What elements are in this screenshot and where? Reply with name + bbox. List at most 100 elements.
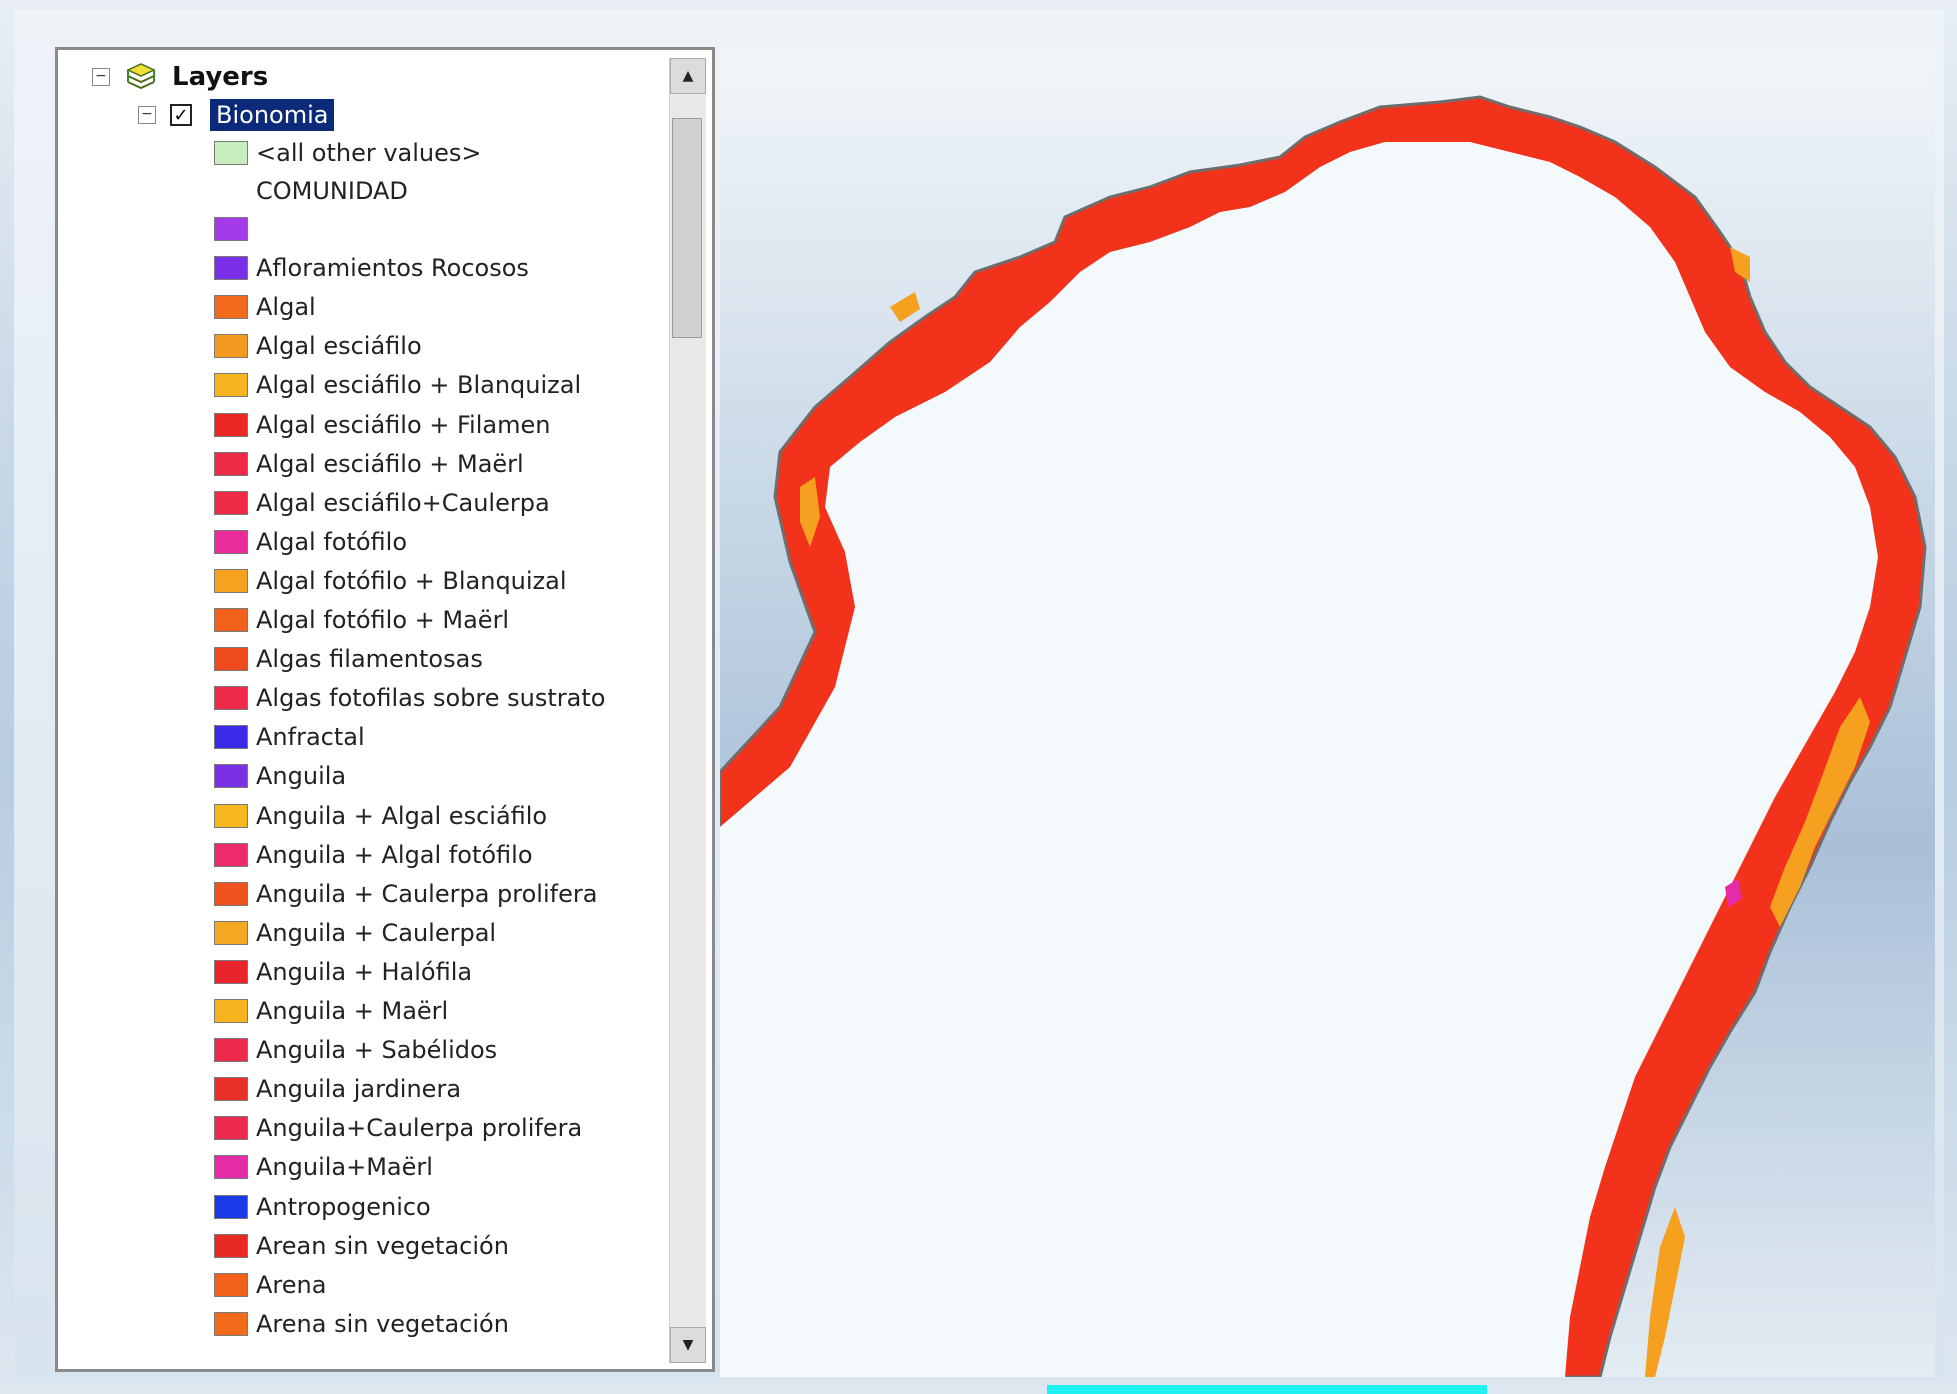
layer-visibility-checkbox[interactable]: ✓ [170, 104, 192, 126]
legend-label: Anguila + Caulerpal [256, 918, 497, 947]
legend-label: Anguila + Halófila [256, 957, 473, 986]
legend-label: Anguila+Caulerpa prolifera [256, 1114, 583, 1143]
toc-scrollbar[interactable]: ▲ ▼ [669, 58, 706, 1363]
legend-label: Anguila + Maërl [256, 997, 449, 1025]
land-mass [720, 142, 1878, 1377]
legend-item: Algal esciáfilo+Caulerpa [214, 484, 550, 522]
legend-item: Algal esciáfilo + Maërl [214, 445, 524, 483]
table-of-contents-panel: − Layers − ✓ Bionomia <all other values>… [55, 47, 715, 1372]
legend-label: Arena [256, 1270, 327, 1299]
legend-swatch [214, 803, 248, 828]
legend-label: Anguila jardinera [256, 1075, 462, 1104]
legend-label: <all other values> [256, 139, 482, 167]
layers-title: Layers [172, 62, 269, 92]
legend-item: Antropogenico [214, 1188, 431, 1226]
legend-item: Anguila+Caulerpa prolifera [214, 1109, 582, 1147]
coast-patch-orange [1645, 1207, 1685, 1377]
legend-item: Anguila + Algal fotófilo [214, 836, 533, 874]
legend-label: Algas filamentosas [256, 645, 483, 674]
legend-item: Anguila + Maërl [214, 992, 448, 1030]
legend-swatch [214, 256, 248, 281]
legend-label: Arena sin vegetación [256, 1309, 509, 1338]
legend-swatch [214, 1194, 248, 1219]
legend-item: Algas fotofilas sobre sustrato [214, 679, 605, 717]
status-highlight-bar [1047, 1385, 1487, 1394]
scroll-down-icon: ▼ [682, 1337, 694, 1353]
legend-swatch [214, 1077, 248, 1102]
legend-swatch [214, 412, 248, 437]
legend-swatch [214, 1116, 248, 1141]
legend-swatch [214, 568, 248, 593]
legend-item [214, 210, 256, 248]
legend-item: Algal fotófilo + Maërl [214, 601, 509, 639]
legend-label: Anguila + Algal esciáfilo [256, 801, 548, 830]
legend-item: Algal fotófilo [214, 523, 407, 561]
legend-swatch [214, 141, 248, 165]
toc-list: − Layers − ✓ Bionomia <all other values>… [70, 58, 650, 1363]
legend-item: Algal fotófilo + Blanquizal [214, 562, 567, 600]
legend-item: Algal esciáfilo + Blanquizal [214, 366, 581, 404]
legend-label: Anfractal [256, 723, 365, 752]
legend-swatch [214, 490, 248, 515]
legend-item: Anguila+Maërl [214, 1148, 433, 1186]
legend-label: Algal esciáfilo + Maërl [256, 449, 524, 478]
legend-item: Anguila + Sabélidos [214, 1031, 497, 1069]
layer-name[interactable]: Bionomia [210, 99, 335, 131]
legend-label: Algas fotofilas sobre sustrato [256, 684, 606, 713]
legend-item: Anguila + Algal esciáfilo [214, 797, 547, 835]
legend-swatch [214, 881, 248, 906]
legend-swatch [214, 1233, 248, 1258]
map-canvas [720, 95, 1927, 1377]
legend-item: Anguila [214, 757, 346, 795]
toc-root-row[interactable]: − Layers [92, 58, 268, 96]
map-view[interactable] [720, 47, 1935, 1377]
legend-label: Antropogenico [256, 1192, 431, 1221]
layer-row-bionomia[interactable]: − ✓ Bionomia [138, 96, 335, 134]
legend-label: Anguila + Caulerpa prolifera [256, 879, 598, 908]
legend-label: Afloramientos Rocosos [256, 254, 529, 283]
coast-patch-orange [1730, 247, 1750, 282]
scroll-down-button[interactable]: ▼ [670, 1327, 706, 1363]
legend-label: Algal fotófilo [256, 527, 408, 556]
legend-item-other-values: <all other values> [214, 134, 482, 172]
legend-label: Algal esciáfilo + Blanquizal [256, 371, 582, 400]
legend-item: Arean sin vegetación [214, 1227, 509, 1265]
legend-swatch [214, 334, 248, 359]
legend-swatch [214, 686, 248, 711]
layers-icon [126, 63, 156, 90]
legend-swatch [214, 608, 248, 632]
legend-label: Algal esciáfilo + Filamen [256, 410, 551, 439]
legend-item: Arena [214, 1266, 326, 1304]
collapse-icon[interactable]: − [92, 68, 110, 86]
collapse-icon[interactable]: − [138, 106, 156, 124]
field-header-label: COMUNIDAD [256, 177, 408, 205]
legend-label: Algal esciáfilo+Caulerpa [256, 488, 550, 517]
legend-item: Anguila jardinera [214, 1070, 461, 1108]
legend-swatch [214, 373, 248, 398]
coast-patch-orange [800, 477, 820, 547]
scroll-up-button[interactable]: ▲ [670, 58, 706, 94]
scroll-thumb[interactable] [672, 118, 702, 338]
legend-swatch [214, 725, 248, 750]
legend-item: Afloramientos Rocosos [214, 249, 529, 287]
legend-swatch [214, 1272, 248, 1297]
legend-item: Algal esciáfilo + Filamen [214, 406, 550, 444]
legend-item: Algal esciáfilo [214, 327, 422, 365]
coast-patch-orange [890, 292, 920, 322]
legend-label: Anguila + Sabélidos [256, 1036, 498, 1065]
legend-label: Algal [256, 293, 316, 322]
legend-swatch [214, 920, 248, 945]
legend-swatch [214, 999, 248, 1023]
scroll-up-icon: ▲ [682, 68, 694, 84]
legend-label: Algal esciáfilo [256, 332, 422, 361]
legend-swatch [214, 451, 248, 476]
legend-label: Anguila + Algal fotófilo [256, 840, 533, 869]
legend-item: Algas filamentosas [214, 640, 483, 678]
legend-swatch [214, 959, 248, 984]
legend-swatch [214, 764, 248, 789]
legend-item: Anguila + Halófila [214, 953, 472, 991]
legend-swatch [214, 295, 248, 320]
legend-item: Anguila + Caulerpa prolifera [214, 875, 597, 913]
legend-swatch [214, 529, 248, 554]
legend-label: Algal fotófilo + Maërl [256, 606, 510, 634]
